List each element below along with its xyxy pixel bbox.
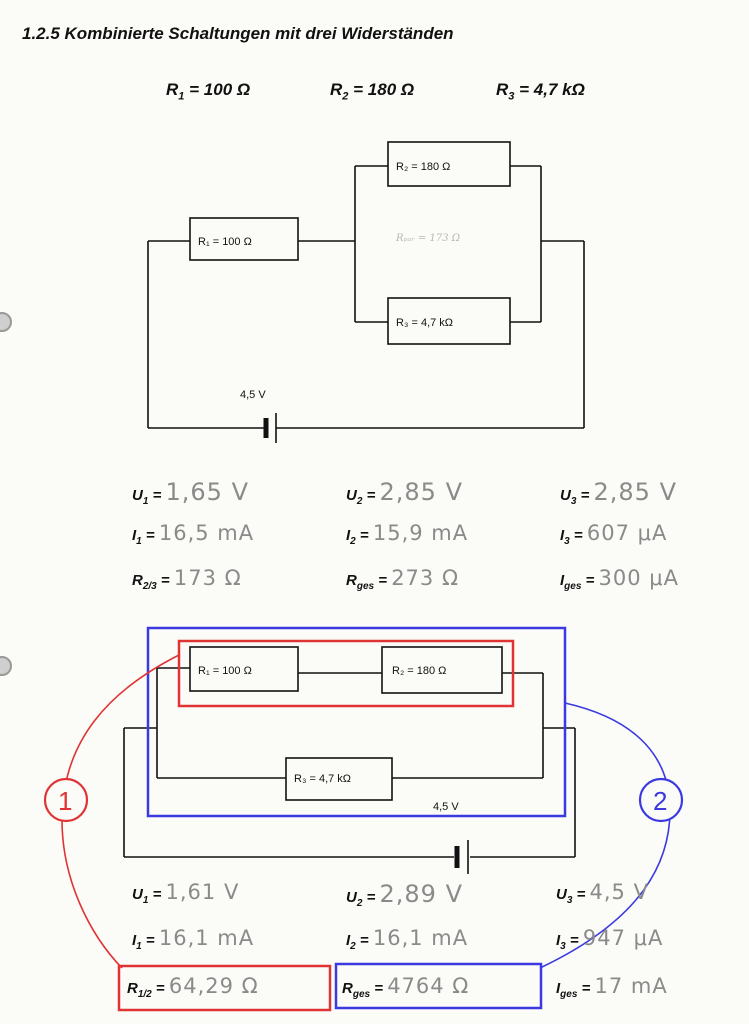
result1-rges: Rges = 273 Ω (346, 566, 459, 592)
result1-iges: Iges = 300 μA (560, 566, 679, 592)
series-highlight-box (177, 639, 515, 708)
result2-u2: U2 = 2,89 V (346, 880, 463, 909)
circuit1-r3-label: R₃ = 4,7 kΩ (396, 317, 453, 329)
result1-r23: R2/3 = 173 Ω (132, 566, 242, 592)
result2-i1: I1 = 16,1 mA (132, 926, 255, 952)
circuit1-r1-label: R₁ = 100 Ω (198, 236, 252, 248)
rges-highlight-box (334, 962, 543, 1010)
binder-hole (0, 312, 12, 332)
marker-2-label: 2 (653, 786, 667, 816)
result1-i3: I3 = 607 μA (560, 521, 668, 547)
result2-i2: I2 = 16,1 mA (346, 926, 469, 952)
circuit2-r2-label: R₂ = 180 Ω (392, 665, 446, 677)
given-r3: R3 = 4,7 kΩ (496, 80, 585, 103)
result2-r12: R1/2 = 64,29 Ω (127, 974, 259, 1000)
circuit2-r3-label: R₃ = 4,7 kΩ (294, 773, 351, 785)
marker-2-circle (638, 777, 684, 823)
circuit2-source-label: 4,5 V (433, 801, 459, 813)
binder-hole (0, 656, 12, 676)
result1-u1: U1 = 1,65 V (132, 478, 249, 507)
result1-u3: U3 = 2,85 V (560, 478, 677, 507)
result1-i1: I1 = 16,5 mA (132, 521, 255, 547)
marker-1-label: 1 (58, 786, 72, 816)
result2-rges: Rges = 4764 Ω (342, 974, 470, 1000)
marker-1-circle (43, 777, 89, 823)
page-title: 1.2.5 Kombinierte Schaltungen mit drei W… (22, 24, 454, 43)
result2-u1: U1 = 1,61 V (132, 880, 240, 906)
given-r1: R1 = 100 Ω (166, 80, 251, 103)
result2-iges: Iges = 17 mA (556, 974, 668, 1000)
result2-u3: U3 = 4,5 V (556, 880, 649, 906)
circuit1-source-label: 4,5 V (240, 389, 266, 401)
result1-i2: I2 = 15,9 mA (346, 521, 469, 547)
result2-i3: I3 = 947 μA (556, 926, 664, 952)
circuit1-faint-note: Rₚₐᵣ = 173 Ω (395, 233, 460, 244)
circuit2-r1-label: R₁ = 100 Ω (198, 665, 252, 677)
result1-u2: U2 = 2,85 V (346, 478, 463, 507)
total-highlight-box (146, 626, 567, 818)
r12-highlight-box (117, 964, 332, 1012)
circuit1-r2-label: R₂ = 180 Ω (396, 161, 450, 173)
given-r2: R2 = 180 Ω (330, 80, 415, 103)
